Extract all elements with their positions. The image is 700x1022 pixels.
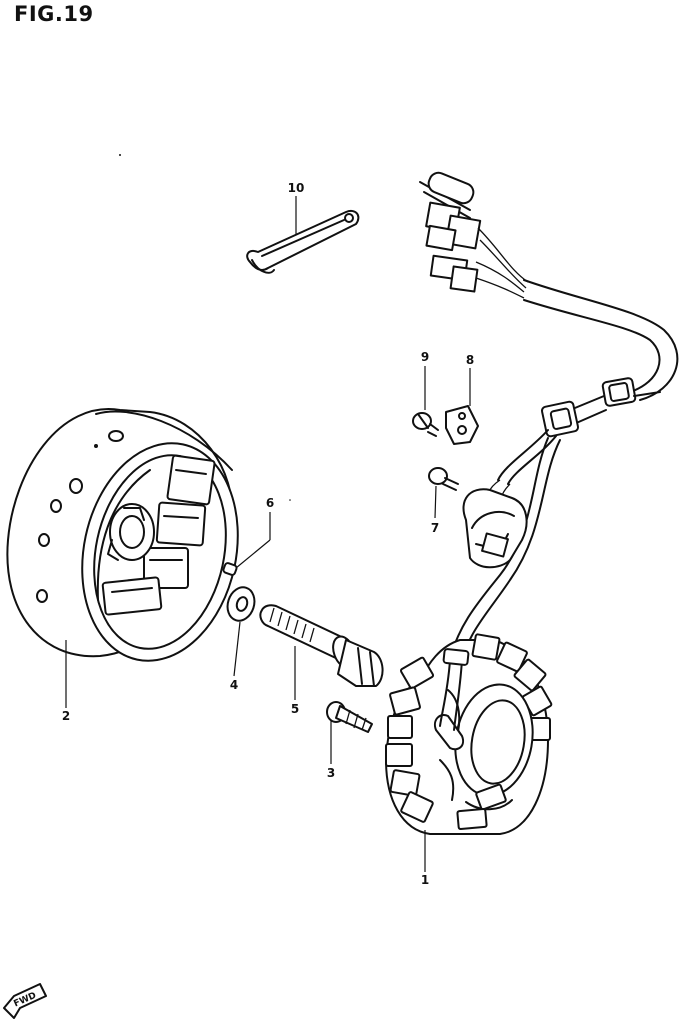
part-label-3: 3 — [327, 766, 335, 780]
leader-lines — [65, 196, 471, 872]
part-label-9: 9 — [421, 350, 429, 364]
pickup-screw-part — [428, 467, 459, 491]
rotor-bolt-part — [259, 604, 384, 687]
part-label-10: 10 — [288, 181, 305, 195]
part-label-7: 7 — [431, 521, 439, 535]
figure-title: FIG.19 — [14, 2, 94, 26]
forward-arrow-icon: FWD — [3, 983, 47, 1019]
fwd-label: FWD — [12, 991, 38, 1010]
clamp-screw-part — [412, 412, 439, 437]
wire-clamp-part — [246, 210, 360, 274]
part-label-8: 8 — [466, 353, 474, 367]
key-part — [222, 562, 238, 576]
clamp-part — [445, 405, 479, 445]
stator-screw-part — [326, 701, 373, 733]
part-label-2: 2 — [62, 709, 70, 723]
stator-part — [385, 633, 553, 835]
flywheel-rotor — [6, 408, 239, 662]
part-label-1: 1 — [421, 873, 429, 887]
part-label-5: 5 — [291, 702, 299, 716]
part-number-labels: 10 9 8 7 6 4 5 3 2 1 — [62, 181, 474, 887]
washer-part — [226, 586, 256, 622]
part-label-6: 6 — [266, 496, 274, 510]
part-label-4: 4 — [230, 678, 238, 692]
pickup-coil — [462, 488, 528, 569]
wiring-harness — [419, 171, 679, 661]
